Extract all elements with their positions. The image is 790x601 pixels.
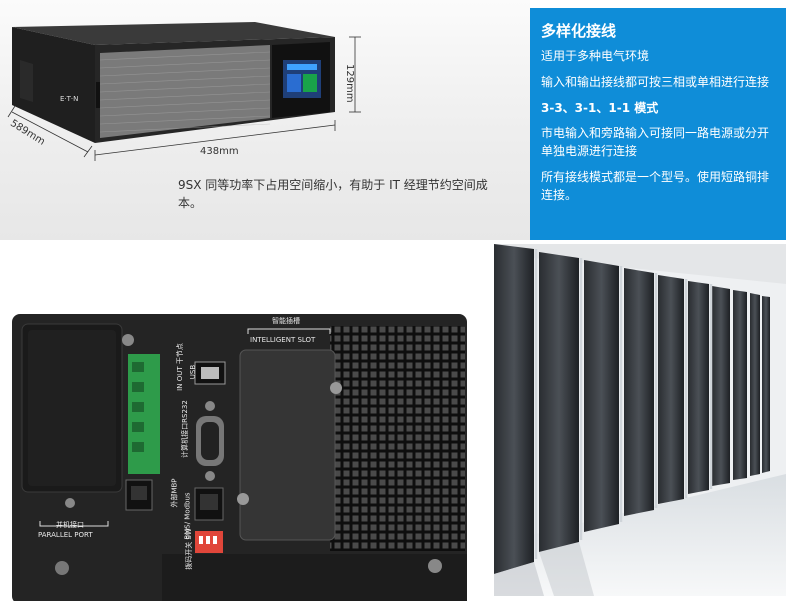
info-line-3: 市电输入和旁路输入可接同一路电源或分开单独电源进行连接 <box>541 126 770 158</box>
info-line-2: 输入和输出接线都可按三相或单相进行连接 <box>541 75 770 89</box>
intelligent-slot-label-cn: 智能插槽 <box>272 317 300 325</box>
width-dimension-label: 438mm <box>200 146 239 157</box>
ups-unit-illustration <box>7 22 361 161</box>
rear-panel-photo: 并机接口 PARALLEL PORT 智能插槽 INTELLIGENT SLOT… <box>0 244 490 601</box>
info-line-4: 所有接线模式都是一个型号。使用短路铜排连接。 <box>541 170 770 202</box>
mbp-label: 外部MBP <box>170 478 179 508</box>
height-dimension-label: 129mm <box>344 64 355 103</box>
product-dimension-panel: E·T·N 129mm 438mm 589mm 9SX 同等功率下占用空间缩小，… <box>0 0 530 240</box>
info-subtitle: 3-3、3-1、1-1 模式 <box>541 101 659 115</box>
info-line-1: 适用于多种电气环境 <box>541 49 650 63</box>
dry-contact-label: IN OUT 干节点 <box>175 343 184 391</box>
rs232-label: 计算机接口RS232 <box>180 400 189 458</box>
wiring-info-box: 多样化接线 适用于多种电气环境 输入和输出接线都可按三相或单相进行连接 3-3、… <box>530 8 786 240</box>
server-racks-illustration <box>494 244 786 596</box>
info-title: 多样化接线 <box>541 22 617 40</box>
dip-switch-label: 拨码开关 SW <box>184 528 193 570</box>
product-caption: 9SX 同等功率下占用空间缩小，有助于 IT 经理节约空间成本。 <box>178 178 488 210</box>
usb-label: USB <box>189 364 198 380</box>
parallel-port-label-cn: 并机接口 <box>56 521 84 529</box>
intelligent-slot-label: INTELLIGENT SLOT <box>250 336 316 344</box>
data-center-photo <box>494 244 786 596</box>
logo-text: E·T·N <box>60 95 79 103</box>
parallel-port-label: PARALLEL PORT <box>38 531 93 539</box>
rear-panel-illustration <box>12 314 467 601</box>
